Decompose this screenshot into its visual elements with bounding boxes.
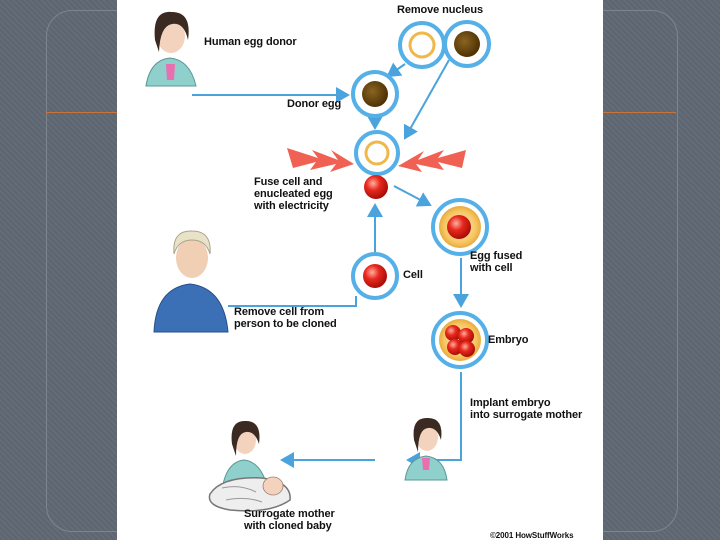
remove-cell-label: Remove cell from person to be cloned bbox=[234, 306, 337, 330]
lightning-bolt-left-icon bbox=[287, 148, 354, 172]
woman-portrait-icon bbox=[145, 11, 197, 87]
fusion-red-cell bbox=[364, 175, 388, 199]
egg-fused-label: Egg fused with cell bbox=[470, 250, 523, 274]
donor-body-cell bbox=[351, 252, 399, 300]
human-egg-donor-label: Human egg donor bbox=[204, 36, 297, 48]
remove-nucleus-label: Remove nucleus bbox=[397, 4, 484, 16]
title-rule-left bbox=[46, 112, 118, 113]
embryo-label: Embryo bbox=[488, 334, 529, 346]
copyright-credit: ©2001 HowStuffWorks bbox=[490, 531, 574, 540]
flow-arrows bbox=[192, 59, 469, 468]
implant-label: Implant embryo into surrogate mother bbox=[470, 397, 583, 421]
nucleus-cell bbox=[443, 20, 491, 68]
egg-fused-cell bbox=[431, 198, 489, 256]
surrogate-mother-icon bbox=[404, 417, 448, 481]
cell-label: Cell bbox=[403, 269, 423, 281]
lightning-bolt-right-icon bbox=[398, 150, 466, 172]
arrow-nucleus-removed bbox=[403, 59, 450, 140]
baby-icon bbox=[208, 476, 291, 512]
fusion-enucleated-egg bbox=[354, 130, 400, 176]
man-portrait-icon bbox=[153, 230, 229, 333]
fuse-cell-label: Fuse cell and enucleated egg with electr… bbox=[254, 176, 333, 212]
donor-egg-cell bbox=[351, 70, 399, 118]
embryo-cell bbox=[431, 311, 489, 369]
arrow-fuse-to-fused bbox=[393, 185, 432, 207]
arrow-nucleus-to-egg bbox=[386, 62, 406, 78]
enucleated-egg-cell bbox=[398, 21, 446, 69]
donor-egg-label: Donor egg bbox=[287, 98, 342, 110]
arrow-person-to-cell bbox=[228, 296, 357, 307]
surrogate-mother-label: Surrogate mother with cloned baby bbox=[244, 508, 335, 532]
title-rule-right bbox=[603, 112, 676, 113]
